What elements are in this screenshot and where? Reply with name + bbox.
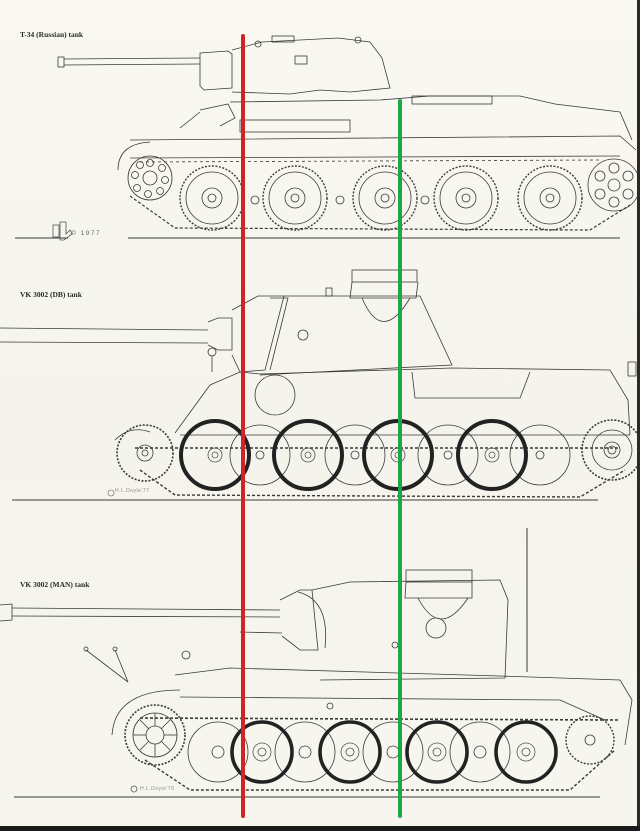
t34-drawing bbox=[15, 35, 640, 241]
vk3002-db-label: VK 3002 (DB) tank bbox=[20, 290, 82, 299]
vk3002-man-credit: H.L.Doyle'76 bbox=[140, 786, 175, 792]
red-reference-line bbox=[241, 34, 245, 818]
frame-right-edge bbox=[637, 0, 640, 831]
vk3002-db-outer-wheels bbox=[179, 419, 528, 491]
t34-label: T-34 (Russian) tank bbox=[20, 30, 84, 39]
frame-bottom-edge bbox=[0, 826, 640, 831]
vk3002-man-outer-wheels bbox=[230, 720, 558, 784]
vk3002-db-credit: H.L.Doyle'77 bbox=[115, 488, 150, 494]
vk3002-db-drawing bbox=[0, 269, 640, 501]
green-reference-line bbox=[398, 99, 402, 818]
vk3002-man-label: VK 3002 (MAN) tank bbox=[20, 580, 90, 589]
vk3002-man-drawing bbox=[0, 528, 633, 798]
t34-copyright: © 1977 bbox=[71, 230, 102, 237]
